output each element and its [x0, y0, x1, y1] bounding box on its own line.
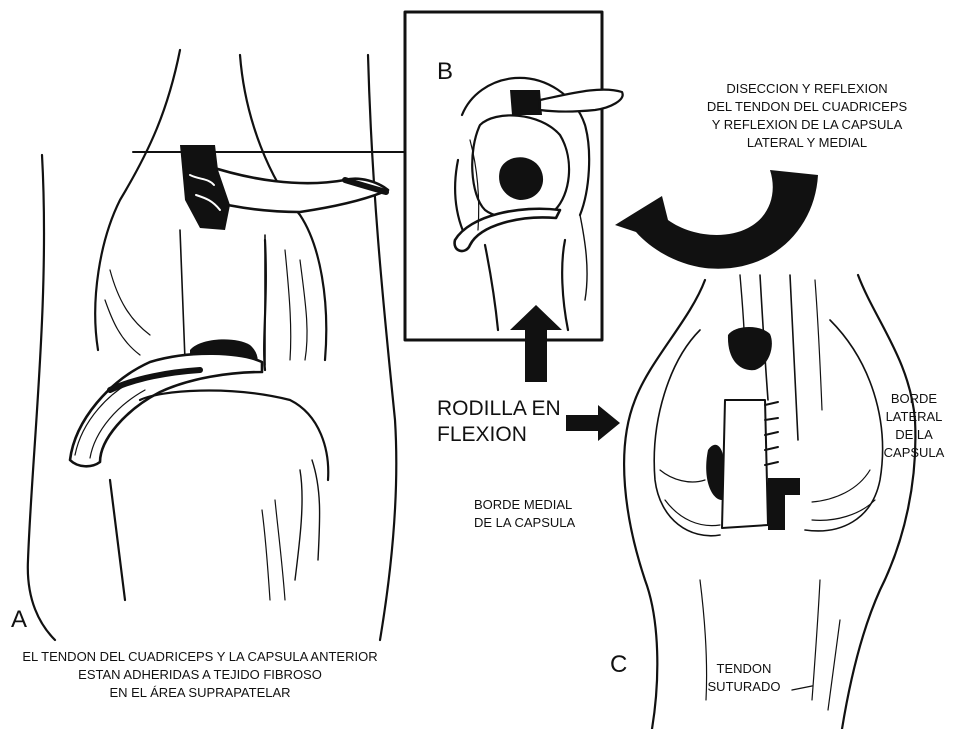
panel-a-letter: A: [11, 606, 27, 634]
panel-b-caption-line: DEL TENDON DEL CUADRICEPS: [672, 98, 942, 116]
lateral-border-line: CAPSULA: [878, 444, 950, 462]
curved-arrow: [615, 170, 818, 269]
center-label-line: FLEXION: [437, 422, 561, 448]
panel-b-caption: DISECCION Y REFLEXION DEL TENDON DEL CUA…: [672, 80, 942, 152]
medial-border-line: DE LA CAPSULA: [474, 514, 575, 532]
lateral-border-line: BORDE: [878, 390, 950, 408]
tendon-sutured-line: TENDON: [696, 660, 792, 678]
tendon-sutured-line: SUTURADO: [696, 678, 792, 696]
panel-a-caption-line: EN EL ÁREA SUPRAPATELAR: [5, 684, 395, 702]
panel-b-caption-line: DISECCION Y REFLEXION: [672, 80, 942, 98]
lateral-border-label: BORDE LATERAL DE LA CAPSULA: [878, 390, 950, 462]
panel-b-caption-line: LATERAL Y MEDIAL: [672, 134, 942, 152]
right-arrow: [566, 405, 620, 441]
lateral-border-line: DE LA: [878, 426, 950, 444]
panel-b-caption-line: Y REFLEXION DE LA CAPSULA: [672, 116, 942, 134]
center-label-line: RODILLA EN: [437, 396, 561, 422]
panel-b-letter: B: [437, 58, 453, 86]
lateral-border-line: LATERAL: [878, 408, 950, 426]
panel-a-caption-line: EL TENDON DEL CUADRICEPS Y LA CAPSULA AN…: [5, 648, 395, 666]
panel-a-drawing: [28, 50, 405, 640]
tendon-sutured-label: TENDON SUTURADO: [696, 660, 792, 696]
panel-c-letter: C: [610, 651, 627, 679]
center-label: RODILLA EN FLEXION: [437, 396, 561, 448]
panel-a-caption: EL TENDON DEL CUADRICEPS Y LA CAPSULA AN…: [5, 648, 395, 702]
medial-border-line: BORDE MEDIAL: [474, 496, 575, 514]
panel-a-caption-line: ESTAN ADHERIDAS A TEJIDO FIBROSO: [5, 666, 395, 684]
medial-border-label: BORDE MEDIAL DE LA CAPSULA: [474, 496, 575, 532]
